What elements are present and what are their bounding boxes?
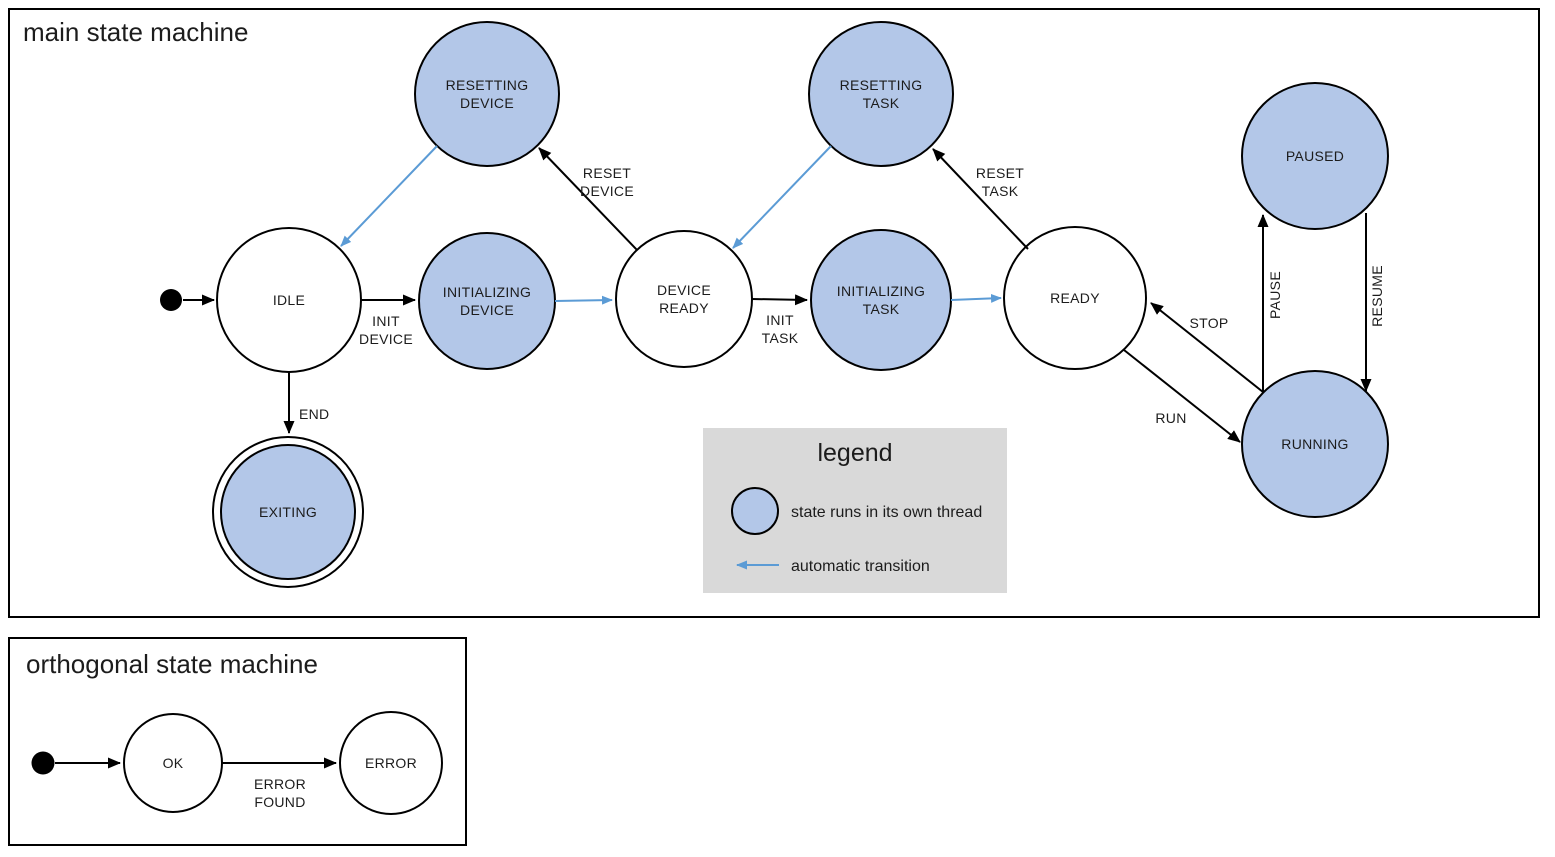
label-resume: RESUME — [1369, 265, 1385, 327]
legend-thread-label: state runs in its own thread — [791, 504, 982, 521]
label-init-task-line1: INIT — [766, 312, 794, 328]
state-ready-circle — [1003, 226, 1147, 370]
orthogonal-frame-title: orthogonal state machine — [26, 649, 318, 679]
label-reset-device-line2: DEVICE — [580, 183, 634, 199]
label-pause: PAUSE — [1267, 271, 1283, 319]
label-init-device-line1: INIT — [372, 313, 400, 329]
state-ready-label: READY — [1050, 290, 1100, 306]
state-resetting-task: RESETTING TASK — [808, 21, 954, 167]
label-reset-task-line1: RESET — [976, 165, 1024, 181]
label-reset-task-line2: TASK — [982, 183, 1019, 199]
edge-ready-to-running — [1123, 349, 1241, 443]
state-initializing-task-label2: TASK — [863, 301, 900, 317]
state-resetting-device: RESETTING DEVICE — [414, 21, 560, 167]
state-initializing-task: INITIALIZING TASK — [810, 229, 952, 371]
label-stop: STOP — [1189, 315, 1228, 331]
main-frame-title: main state machine — [23, 17, 248, 47]
state-running: RUNNING — [1241, 370, 1389, 518]
edge-ready-to-resetting-task — [932, 148, 1029, 250]
edge-device-ready-to-resetting-device — [538, 147, 638, 251]
state-exiting-label: EXITING — [259, 504, 317, 520]
legend: legend state runs in its own thread auto… — [703, 428, 1007, 593]
edge-initializing-task-to-ready-auto — [950, 293, 1002, 303]
state-paused: PAUSED — [1241, 82, 1389, 230]
edge-running-to-ready — [1150, 302, 1264, 393]
state-resetting-device-circle — [414, 21, 560, 167]
state-ok: OK — [123, 713, 223, 813]
state-idle: IDLE — [216, 227, 362, 373]
state-resetting-device-label1: RESETTING — [446, 77, 529, 93]
state-resetting-task-circle — [808, 21, 954, 167]
state-resetting-task-label2: TASK — [863, 95, 900, 111]
state-paused-label: PAUSED — [1286, 148, 1344, 164]
state-device-ready-label1: DEVICE — [657, 282, 711, 298]
state-device-ready: DEVICE READY — [615, 230, 753, 368]
state-initializing-task-label1: INITIALIZING — [837, 283, 925, 299]
label-error-found-line1: ERROR — [254, 776, 306, 792]
legend-title: legend — [817, 439, 892, 467]
state-initializing-task-circle — [810, 229, 952, 371]
label-init-device-line2: DEVICE — [359, 331, 413, 347]
edge-device-ready-to-initializing-task — [751, 294, 808, 306]
edge-initializing-device-to-device-ready-auto — [554, 295, 613, 305]
label-error-found-line2: FOUND — [254, 794, 305, 810]
state-device-ready-label2: READY — [659, 300, 709, 316]
state-device-ready-circle — [615, 230, 753, 368]
legend-threaded-state-swatch-icon — [731, 487, 779, 535]
state-ready: READY — [1003, 226, 1147, 370]
state-initializing-device-label1: INITIALIZING — [443, 284, 531, 300]
orthogonal-initial-state-dot — [31, 751, 55, 775]
label-run: RUN — [1155, 410, 1186, 426]
state-resetting-task-label1: RESETTING — [840, 77, 923, 93]
edge-resetting-task-to-device-ready-auto — [732, 145, 832, 249]
edge-resetting-device-to-idle-auto — [340, 145, 438, 247]
state-exiting-circle — [220, 444, 356, 580]
legend-auto-label: automatic transition — [791, 558, 930, 575]
label-reset-device-line1: RESET — [583, 165, 631, 181]
state-paused-circle — [1241, 82, 1389, 230]
state-error-label: ERROR — [365, 755, 417, 771]
state-initializing-device-label2: DEVICE — [460, 302, 514, 318]
state-idle-label: IDLE — [273, 292, 305, 308]
state-error-circle — [339, 711, 443, 815]
state-running-label: RUNNING — [1281, 436, 1348, 452]
state-initializing-device-circle — [418, 232, 556, 370]
state-ok-label: OK — [163, 755, 184, 771]
label-init-task-line2: TASK — [762, 330, 799, 346]
state-running-circle — [1241, 370, 1389, 518]
state-initializing-device: INITIALIZING DEVICE — [418, 232, 556, 370]
state-exiting: EXITING — [212, 436, 364, 588]
state-resetting-device-label2: DEVICE — [460, 95, 514, 111]
initial-state-dot — [160, 289, 182, 311]
label-end: END — [299, 406, 329, 422]
state-error: ERROR — [339, 711, 443, 815]
